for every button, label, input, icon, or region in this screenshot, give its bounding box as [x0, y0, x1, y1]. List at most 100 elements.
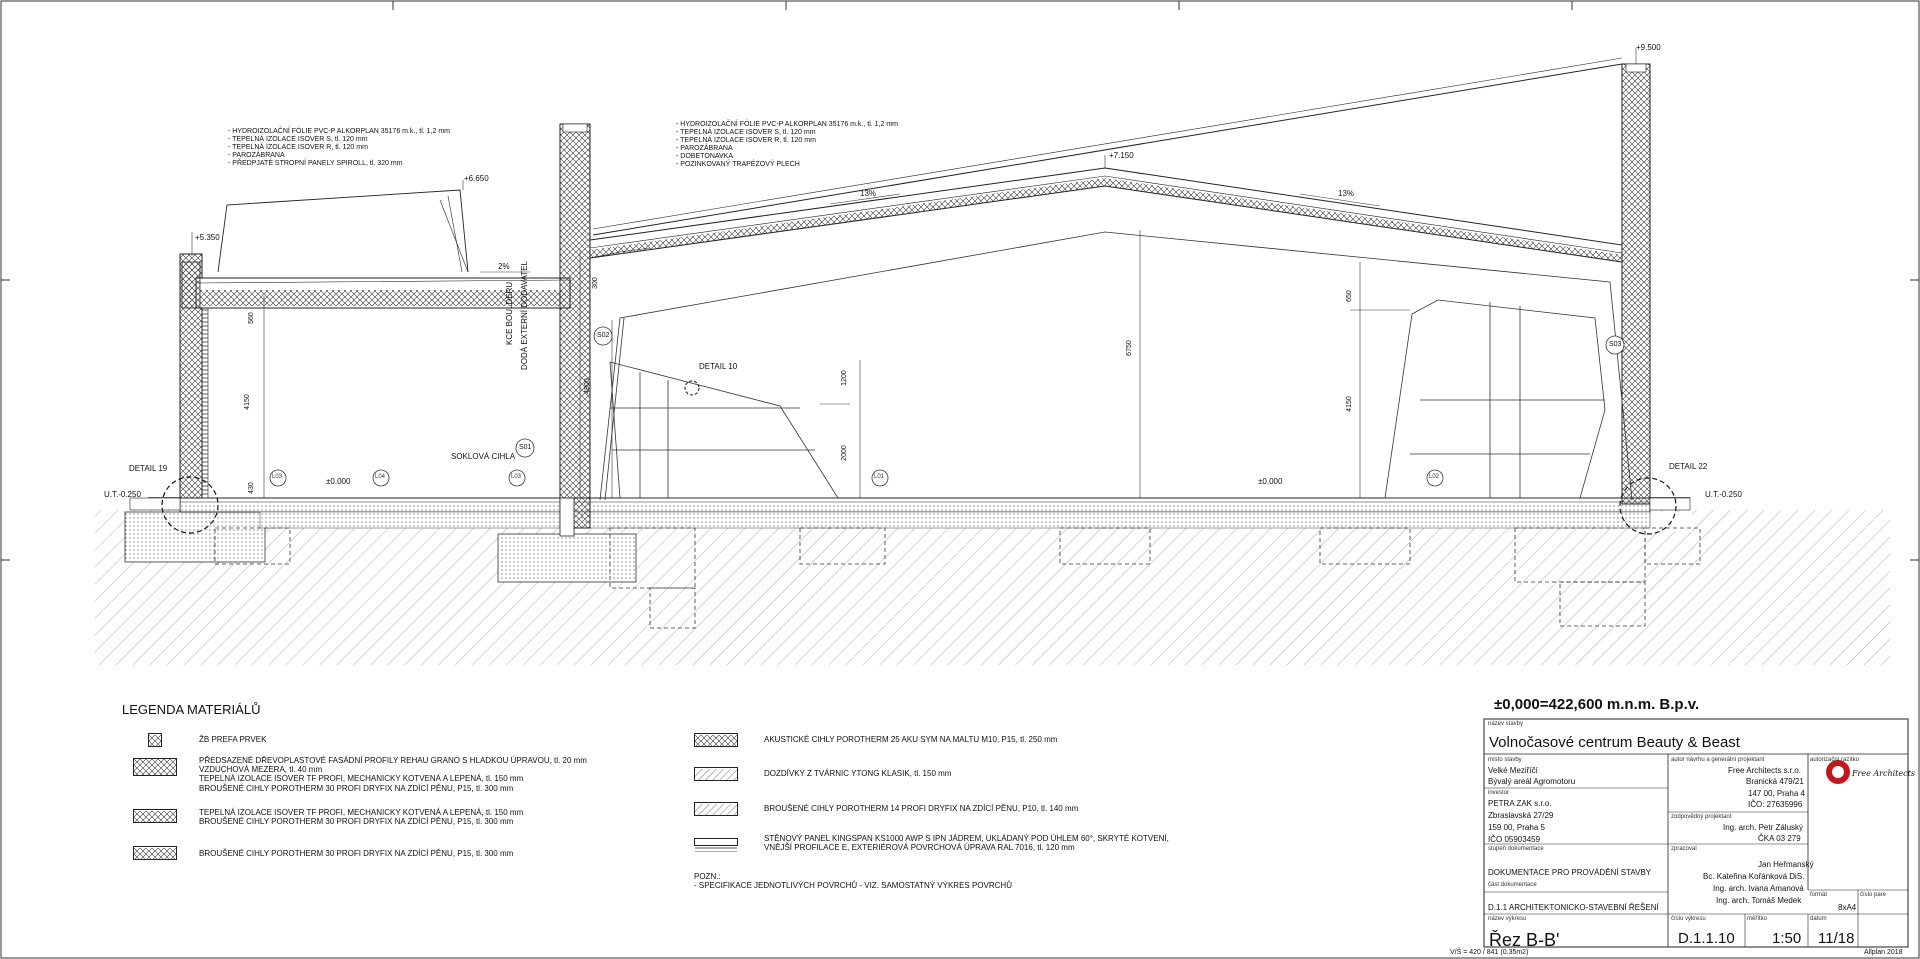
elevation-label: +9.500 — [1636, 43, 1661, 52]
detail-label: DETAIL 10 — [699, 362, 738, 371]
tb-value: Ing. arch. Tomáš Medek — [1716, 896, 1802, 905]
middle-wall — [559, 123, 591, 537]
detail-22-circle — [1619, 477, 1677, 535]
tb-value: Ing. arch. Ivana Amanová — [1713, 884, 1804, 893]
tb-label: název výkresu — [1488, 916, 1527, 922]
legend-item: STĚNOVÝ PANEL KINGSPAN KS1000 AWP S IPN … — [764, 834, 1169, 852]
sheet-size: V/Š = 420 / 841 (0.35m2) — [1450, 949, 1529, 956]
tb-value: DOKUMENTACE PRO PROVÁDĚNÍ STAVBY — [1488, 868, 1652, 877]
annotation-line: - TEPELNÁ IZOLACE ISOVER R, tl. 120 mm — [228, 144, 368, 152]
right-wall — [1621, 63, 1691, 511]
legend-note-line: POZN.: — [694, 872, 721, 881]
tb-label: investor — [1488, 790, 1510, 796]
dimension-label: 4150 — [1345, 396, 1353, 412]
tag-label: L03 — [511, 474, 522, 480]
tb-label: autor návrhu a generální projektant — [1671, 757, 1765, 763]
legend-item: PŘEDSAZENÉ DŘEVOPLASTOVÉ FASÁDNÍ PROFILY… — [199, 756, 587, 793]
tb-value: 159 00, Praha 5 — [1488, 823, 1545, 832]
detail-label: DETAIL 22 — [1669, 462, 1708, 471]
tag-label: L03 — [272, 474, 283, 480]
tb-label: číslo výkresu — [1671, 916, 1706, 922]
elevation-label: U.T.-0.250 — [1705, 490, 1742, 499]
legend-line: ŽB PREFA PRVEK — [199, 735, 267, 744]
legend-line: BROUŠENÉ CIHLY POROTHERM 14 PROFI DRYFIX… — [764, 804, 1079, 813]
tag-label: S02 — [597, 332, 610, 339]
legend-item: ŽB PREFA PRVEK — [199, 735, 266, 744]
tb-label: měřítko — [1747, 916, 1768, 922]
legend-title: LEGENDA MATERIÁLŮ — [122, 702, 261, 717]
annotation-line: - TEPELNÁ IZOLACE ISOVER R, tl. 120 mm — [676, 137, 816, 145]
annotation-line: - POZINKOVANÝ TRAPÉZOVÝ PLECH — [676, 161, 800, 169]
legend-line: BROUŠENÉ CIHLY POROTHERM 30 PROFI DRYFIX… — [199, 817, 514, 827]
drawing-number: D.1.1.10 — [1678, 930, 1735, 947]
legend-item: TEPELNÁ IZOLACE ISOVER TF PROFI, MECHANI… — [199, 808, 523, 826]
legend-line: PŘEDSAZENÉ DŘEVOPLASTOVÉ FASÁDNÍ PROFILY… — [199, 756, 587, 765]
boulder-label: DODÁ EXTERNÍ DODAVATEL — [520, 261, 529, 370]
tb-value: Zbraslavská 27/29 — [1488, 811, 1554, 820]
legend-note-line: - SPECIFIKACE JEDNOTLIVÝCH POVRCHŮ - VIZ… — [694, 881, 1012, 891]
tag-label: L01 — [874, 474, 885, 480]
tb-label: autorizační razítko — [1810, 757, 1860, 763]
pitched-roof — [589, 57, 1623, 263]
dimension-label: 2000 — [840, 445, 848, 461]
titleblock-frame — [1483, 718, 1909, 948]
dimension-label: 1200 — [840, 370, 848, 386]
slope-label: 2% — [498, 262, 510, 271]
legend-line: BROUŠENÉ CIHLY POROTHERM 30 PROFI DRYFIX… — [199, 849, 514, 858]
tb-value: D.1.1 ARCHITEKTONICKO-STAVEBNÍ ŘEŠENÍ — [1488, 903, 1659, 912]
legend-item: BROUŠENÉ CIHLY POROTHERM 14 PROFI DRYFIX… — [764, 804, 1078, 813]
dimension-label: 560 — [247, 312, 255, 324]
tb-label: část dokumentace — [1488, 882, 1537, 888]
dimension-label: 430 — [247, 482, 255, 494]
legend-swatch — [148, 733, 162, 747]
legend-line: TEPELNÁ IZOLACE ISOVER TF PROFI, MECHANI… — [199, 808, 524, 817]
tb-value: Velké Meziříčí — [1488, 766, 1538, 775]
tb-label: stupeň dokumentace — [1488, 846, 1544, 852]
slope-label: 13% — [1338, 189, 1355, 198]
legend-swatch — [133, 758, 177, 776]
slope-arrows — [480, 193, 1381, 273]
tag-bubbles — [269, 326, 1625, 487]
legend-note: POZN.: - SPECIFIKACE JEDNOTLIVÝCH POVRCH… — [694, 872, 1012, 890]
tb-label: formát — [1810, 892, 1828, 898]
tb-value: IČO 05903459 — [1488, 835, 1541, 844]
detail-label: DETAIL 19 — [129, 464, 168, 473]
slope-label: 13% — [860, 189, 877, 198]
tb-value: Free Architects s.r.o. — [1728, 766, 1801, 775]
dimension-label: 4900 — [583, 378, 591, 394]
tag-label: S01 — [519, 444, 532, 451]
floor-slab — [179, 497, 1701, 629]
annotation-line: - TEPELNÁ IZOLACE ISOVER S, tl. 120 mm — [228, 136, 368, 144]
detail-19-circle — [161, 476, 219, 534]
soklova-label: SOKLOVÁ CIHLA — [451, 452, 516, 461]
dimension-label: 4150 — [243, 394, 251, 410]
sheet-number: 11/18 — [1818, 930, 1855, 947]
tb-value: IČO: 27635996 — [1748, 800, 1803, 809]
legend-line: BROUŠENÉ CIHLY POROTHERM 30 PROFI DRYFIX… — [199, 783, 514, 793]
interior-outline — [599, 231, 1633, 501]
logo-text: Free Architects — [1852, 769, 1915, 778]
ground-section — [95, 510, 1890, 665]
tb-value: 147 00, Praha 4 — [1748, 789, 1805, 798]
elevation-label: +6.650 — [464, 174, 489, 183]
elevation-label: +5.350 — [195, 233, 220, 242]
left-roof — [181, 189, 571, 309]
logo-mark — [1826, 760, 1850, 784]
legend-item: AKUSTICKÉ CIHLY POROTHERM 25 AKU SYM NA … — [764, 735, 1057, 744]
elevation-label: U.T.-0.250 — [104, 490, 141, 499]
annotation-line: - HYDROIZOLAČNÍ FÓLIE PVC-P ALKORPLAN 35… — [676, 121, 898, 128]
elevation-label: ±0.000 — [326, 477, 351, 486]
legend-swatch — [694, 733, 738, 747]
annotation-line: - HYDROIZOLAČNÍ FÓLIE PVC-P ALKORPLAN 35… — [228, 128, 450, 135]
tb-value: PETRA ZAK s.r.o. — [1488, 799, 1552, 808]
legend-line: VNĚJŠÍ PROFILACE E, EXTERIÉROVÁ POVRCHOV… — [764, 843, 1075, 853]
tag-label: L04 — [375, 474, 386, 480]
legend-line: STĚNOVÝ PANEL KINGSPAN KS1000 AWP S IPN … — [764, 834, 1169, 843]
scale-value: 1:50 — [1772, 930, 1802, 947]
tb-label: datum — [1810, 916, 1827, 922]
tb-label: místo stavby — [1488, 757, 1522, 763]
legend-swatch — [694, 802, 738, 816]
legend-line: TEPELNÁ IZOLACE ISOVER TF PROFI, MECHANI… — [199, 774, 524, 784]
